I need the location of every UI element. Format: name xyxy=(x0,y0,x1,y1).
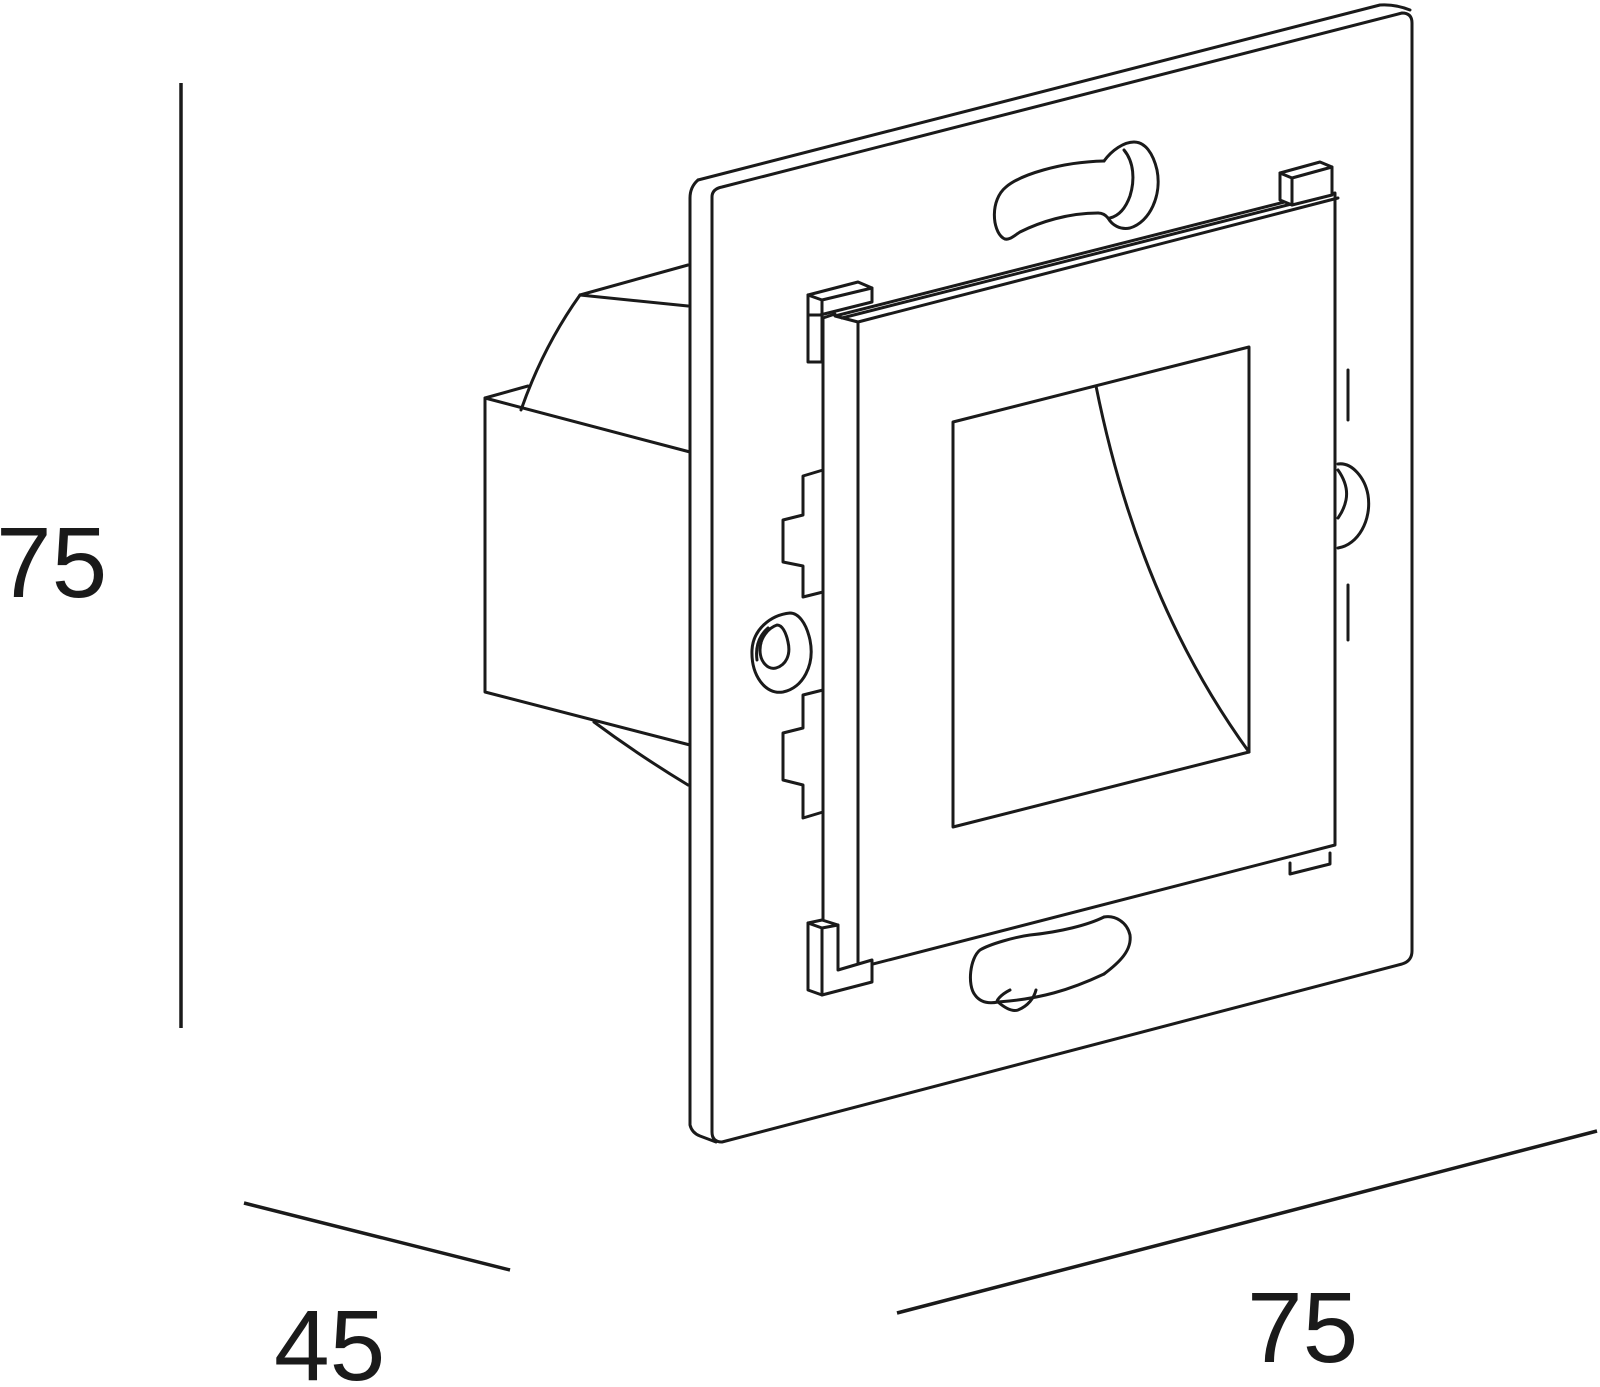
top-spring-clip xyxy=(992,140,1160,241)
light-aperture xyxy=(951,345,1251,829)
corner-clip-top-left xyxy=(806,280,874,364)
width-dimension-label: 75 xyxy=(1247,1272,1358,1384)
depth-dimension-label: 45 xyxy=(274,1290,385,1387)
right-side-tabs xyxy=(1288,368,1371,876)
depth-dimension: 45 xyxy=(243,1201,511,1387)
bottom-spring-clip xyxy=(968,915,1132,1012)
height-dimension: 75 xyxy=(0,83,183,1028)
width-dimension: 75 xyxy=(896,1129,1598,1384)
corner-clip-bottom-left xyxy=(806,918,874,997)
corner-clip-top-right xyxy=(1278,160,1334,207)
height-dimension-label: 75 xyxy=(0,507,107,619)
left-side-tabs xyxy=(750,468,825,820)
rear-housing xyxy=(483,263,692,787)
